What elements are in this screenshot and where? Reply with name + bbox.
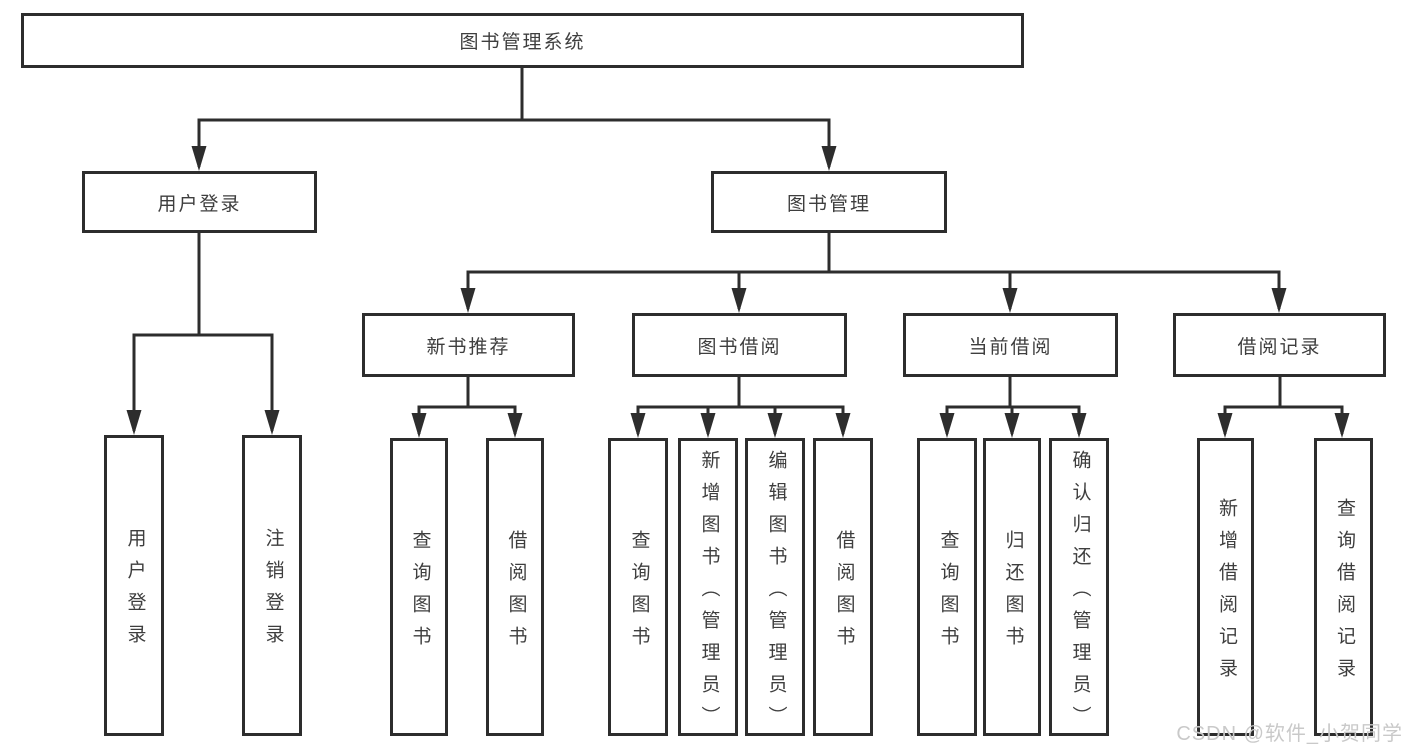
arrowhead-icon (700, 413, 716, 438)
arrowhead-icon (821, 146, 837, 171)
arrowhead-icon (1071, 413, 1087, 438)
arrowhead-icon (731, 288, 747, 313)
node-library-management-system-label: 图书管理系统 (459, 32, 586, 53)
leaf-borrow-books-recommend: 借阅图书 (486, 438, 544, 736)
arrowhead-icon (630, 413, 646, 438)
arrowhead-icon (460, 288, 476, 313)
leaf-edit-book-admin-label: 编辑图书（管理员） (765, 449, 787, 738)
leaf-query-borrow-record: 查询借阅记录 (1314, 438, 1373, 736)
connector-user-login-to-leaves (126, 233, 280, 435)
leaf-edit-book-admin: 编辑图书（管理员） (745, 438, 805, 738)
connector-borrowing-records-to-leaves (1217, 377, 1350, 438)
leaf-user-login: 用户登录 (104, 435, 164, 736)
leaf-query-books-current: 查询图书 (917, 438, 977, 736)
leaf-query-books-borrowing-label: 查询图书 (628, 529, 650, 658)
leaf-borrow-books-borrowing: 借阅图书 (813, 438, 873, 736)
csdn-watermark: CSDN @软件_小贺同学 (1176, 723, 1403, 745)
leaf-borrow-books-borrowing-label: 借阅图书 (833, 529, 855, 658)
connector-new-book-recommendation-to-leaves (411, 377, 523, 438)
node-user-login: 用户登录 (82, 171, 317, 233)
leaf-add-book-admin-label: 新增图书（管理员） (698, 449, 720, 738)
leaf-query-books-recommend: 查询图书 (390, 438, 448, 736)
arrowhead-icon (1004, 413, 1020, 438)
leaf-borrow-books-recommend-label: 借阅图书 (505, 529, 527, 658)
leaf-query-books-borrowing: 查询图书 (608, 438, 668, 736)
node-book-borrowing: 图书借阅 (632, 313, 847, 377)
arrowhead-icon (767, 413, 783, 438)
node-new-book-recommendation-label: 新书推荐 (426, 336, 511, 358)
arrowhead-icon (835, 413, 851, 438)
leaf-user-login-label: 用户登录 (124, 528, 146, 656)
connector-book-borrowing-to-leaves (630, 377, 851, 438)
arrowhead-icon (126, 410, 142, 435)
node-new-book-recommendation: 新书推荐 (362, 313, 575, 377)
arrowhead-icon (191, 146, 207, 171)
node-current-borrowing-label: 当前借阅 (968, 336, 1053, 358)
arrowhead-icon (1217, 413, 1233, 438)
leaf-add-borrow-record: 新增借阅记录 (1197, 438, 1254, 736)
node-book-management-label: 图书管理 (786, 193, 871, 215)
connector-root-to-level2 (191, 68, 837, 171)
arrowhead-icon (411, 413, 427, 438)
connector-current-borrowing-to-leaves (939, 377, 1087, 438)
leaf-add-book-admin: 新增图书（管理员） (678, 438, 738, 738)
arrowhead-icon (264, 410, 280, 435)
node-book-management: 图书管理 (711, 171, 947, 233)
leaf-return-book-label: 归还图书 (1002, 529, 1024, 658)
arrowhead-icon (507, 413, 523, 438)
arrowhead-icon (1002, 288, 1018, 313)
leaf-confirm-return-admin: 确认归还（管理员） (1049, 438, 1109, 738)
leaf-query-books-recommend-label: 查询图书 (409, 529, 431, 658)
leaf-confirm-return-admin-label: 确认归还（管理员） (1069, 449, 1091, 738)
node-current-borrowing: 当前借阅 (903, 313, 1118, 377)
connector-book-management-to-level3 (460, 233, 1287, 313)
node-library-management-system: 图书管理系统 (21, 13, 1024, 68)
arrowhead-icon (939, 413, 955, 438)
arrowhead-icon (1334, 413, 1350, 438)
leaf-logout-label: 注销登录 (262, 528, 284, 656)
arrowhead-icon (1271, 288, 1287, 313)
node-book-borrowing-label: 图书借阅 (697, 336, 782, 358)
leaf-logout: 注销登录 (242, 435, 302, 736)
leaf-query-books-current-label: 查询图书 (937, 529, 959, 658)
node-user-login-label: 用户登录 (157, 193, 242, 215)
leaf-return-book: 归还图书 (983, 438, 1041, 736)
leaf-add-borrow-record-label: 新增借阅记录 (1215, 497, 1237, 690)
leaf-query-borrow-record-label: 查询借阅记录 (1333, 497, 1355, 690)
node-borrowing-records: 借阅记录 (1173, 313, 1386, 377)
node-borrowing-records-label: 借阅记录 (1237, 336, 1322, 358)
